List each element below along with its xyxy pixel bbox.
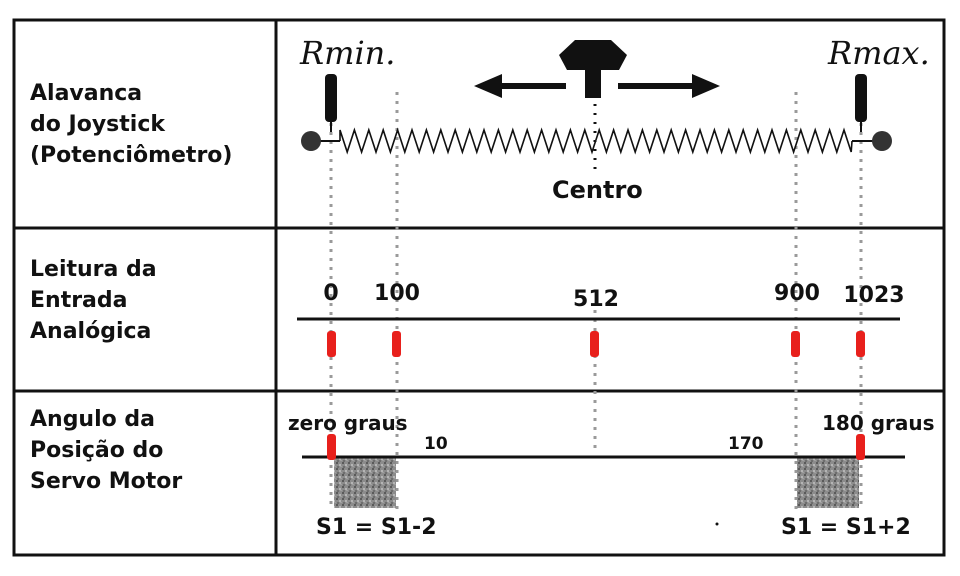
- servo-value-high: 170: [728, 434, 764, 454]
- reading-value-100: 100: [374, 281, 420, 306]
- r-max-label: Rmax.: [827, 34, 930, 72]
- table-frame: [12, 18, 946, 557]
- reading-marker-1023: [856, 331, 865, 357]
- terminal-left: [301, 131, 321, 151]
- joystick-knob-icon: [559, 40, 627, 98]
- reading-value-512: 512: [573, 287, 619, 312]
- row-label-joystick: Alavanca do Joystick (Potenciômetro): [30, 81, 232, 168]
- zero-degrees-label: zero graus: [288, 411, 408, 435]
- terminal-right: [872, 131, 892, 151]
- slow-zone-right: [797, 458, 859, 508]
- reading-marker-100: [392, 331, 401, 357]
- reading-marker-512: [590, 331, 599, 357]
- stray-dot: [715, 522, 719, 526]
- max-degrees-label: 180 graus: [822, 411, 935, 435]
- reading-value-0: 0: [323, 281, 338, 306]
- row-label-servo-angle: Angulo da Posição do Servo Motor: [30, 407, 182, 494]
- reading-markers: [327, 331, 865, 357]
- servo-marker-zero: [327, 434, 336, 460]
- resistor-zigzag: [339, 127, 853, 155]
- center-label: Centro: [552, 176, 643, 204]
- servo-value-low: 10: [424, 434, 448, 454]
- servo-marker-180: [856, 434, 865, 460]
- reading-marker-900: [791, 331, 800, 357]
- arrow-right-icon: [618, 74, 720, 98]
- reading-marker-0: [327, 331, 336, 357]
- wiper-min: [325, 74, 337, 122]
- wiper-max: [855, 74, 867, 122]
- arrow-left-icon: [474, 74, 566, 98]
- reading-value-900: 900: [774, 281, 820, 306]
- slow-zone-left: [334, 458, 396, 508]
- formula-increment: S1 = S1+2: [781, 515, 911, 540]
- reading-value-1023: 1023: [843, 283, 904, 308]
- formula-decrement: S1 = S1-2: [316, 515, 437, 540]
- row-label-analog-reading: Leitura da Entrada Analógica: [30, 257, 164, 344]
- r-min-label: Rmin.: [299, 34, 395, 72]
